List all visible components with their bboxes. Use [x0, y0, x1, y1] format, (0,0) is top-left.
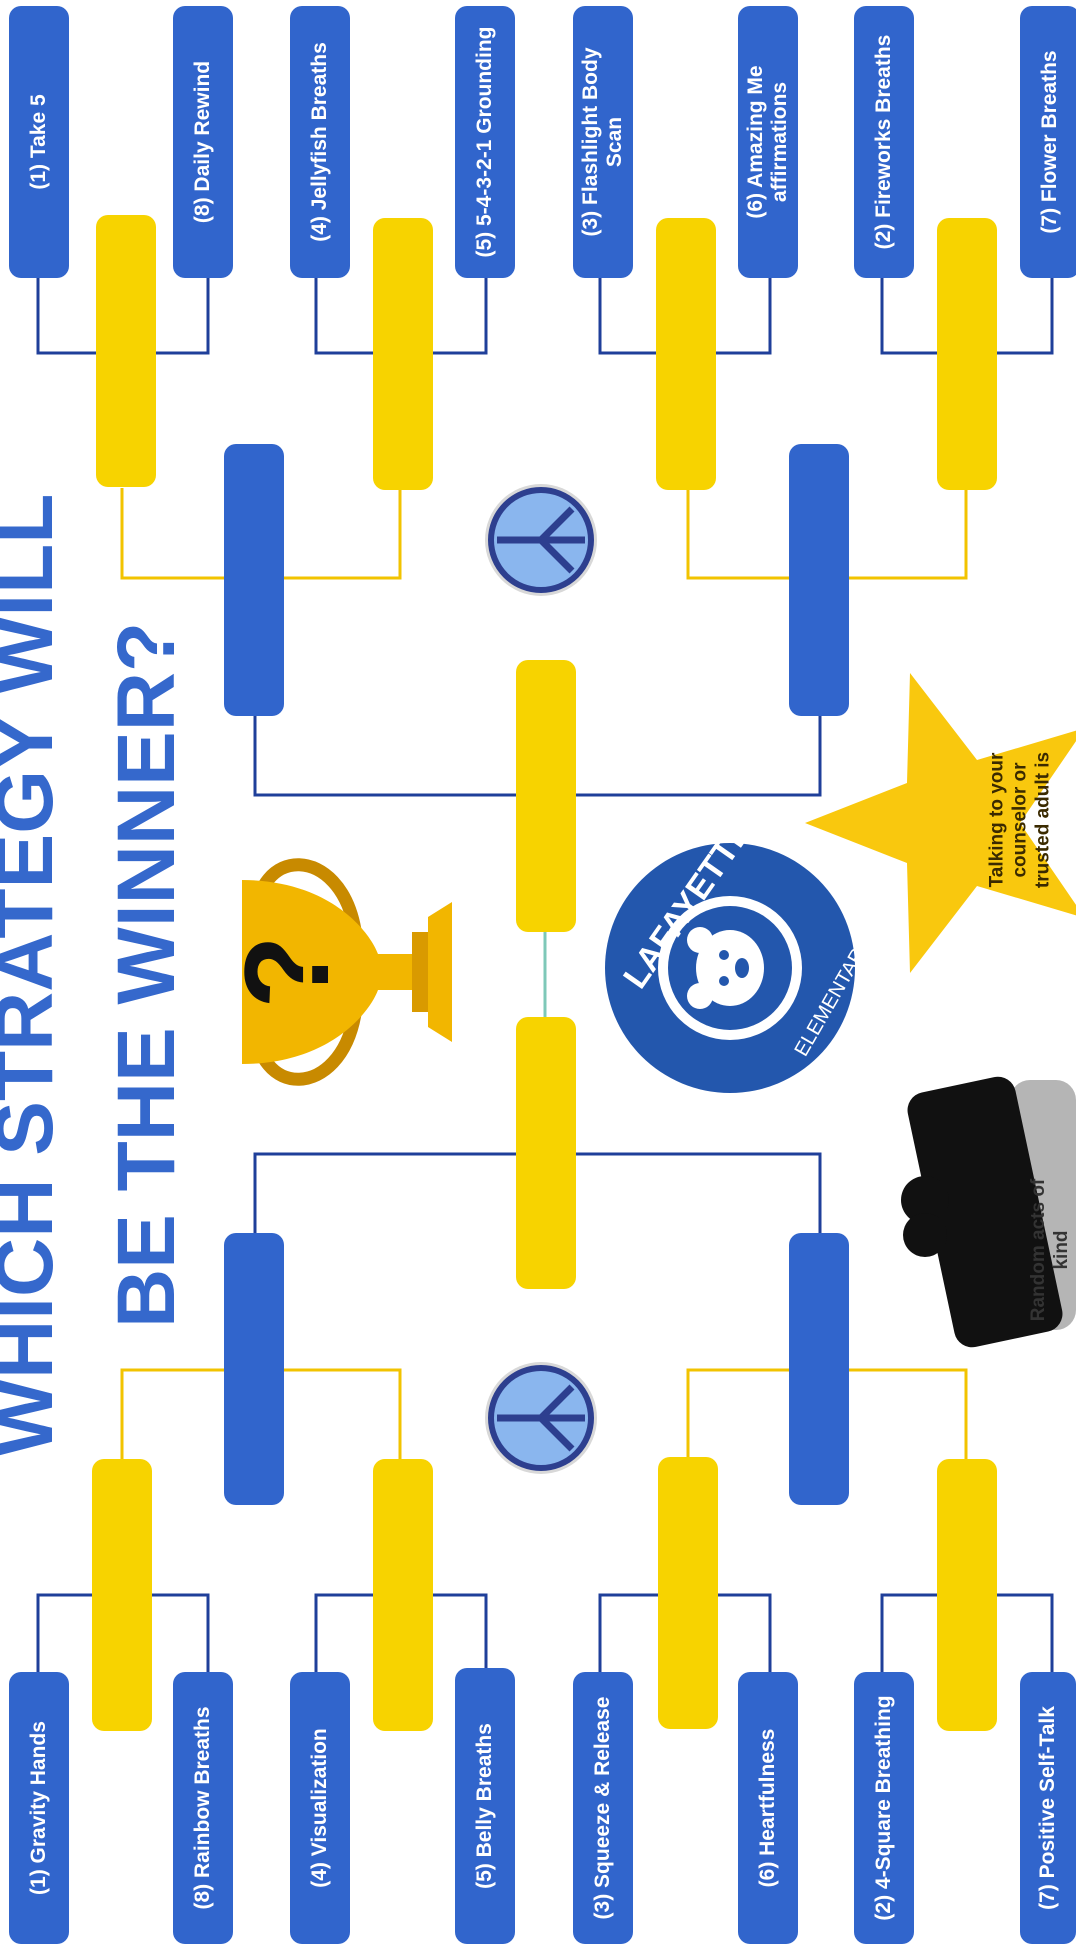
title-line-2: BE THE WINNER? [103, 622, 191, 1328]
bottom-round1-connectors [38, 1595, 1052, 1673]
bracket-slot-round1 [373, 218, 433, 490]
bracket-entry: (8) Rainbow Breaths [173, 1672, 233, 1944]
peace-sign-icon [485, 1362, 597, 1474]
trophy-icon: ? [220, 865, 452, 1080]
school-logo: LAFAYETTE ELEMENTARY SCHOOL [605, 814, 921, 1093]
star-note: Talking to your counselor or trusted adu… [986, 735, 1055, 905]
bracket-entry: (7) Positive Self-Talk [1020, 1672, 1076, 1944]
bracket-slot-round2 [789, 444, 849, 716]
bracket-entry: (3) Flashlight Body Scan [573, 6, 633, 278]
bracket-entry: (4) Jellyfish Breaths [290, 6, 350, 278]
bracket-entry: (1) Take 5 [9, 6, 69, 278]
bracket-slot-round2 [789, 1233, 849, 1505]
bracket-slot-round1 [96, 215, 156, 487]
title-line-1: WHICH STRATEGY WILL [0, 494, 69, 1457]
bracket-entry: (5) 5-4-3-2-1 Grounding [455, 6, 515, 278]
side-note: Random acts of kind [1027, 1170, 1073, 1330]
bracket-entry: (6) Heartfulness [738, 1672, 798, 1944]
bracket-entry: (3) Squeeze & Release [573, 1672, 633, 1944]
trophy-question-mark: ? [220, 935, 354, 1008]
bracket-slot-round1 [373, 1459, 433, 1731]
bracket-slot-round1 [656, 218, 716, 490]
bracket-slot-final [516, 1017, 576, 1289]
bracket-entry: (5) Belly Breaths [455, 1668, 515, 1944]
bracket-entry: (8) Daily Rewind [173, 6, 233, 278]
bracket-entry: (7) Flower Breaths [1020, 6, 1076, 278]
bracket-slot-final [516, 660, 576, 932]
bracket-entry: (2) Fireworks Breaths [854, 6, 914, 278]
bracket-slot-round1 [92, 1459, 152, 1731]
bracket-entry: (6) Amazing Me affirmations [738, 6, 798, 278]
bracket-slot-round1 [937, 1459, 997, 1731]
bracket-slot-round1 [658, 1457, 718, 1729]
bracket-entry: (2) 4-Square Breathing [854, 1672, 914, 1944]
bracket-slot-round2 [224, 444, 284, 716]
bracket-entry: (4) Visualization [290, 1672, 350, 1944]
bracket-entry: (1) Gravity Hands [9, 1672, 69, 1944]
bracket-slot-round2 [224, 1233, 284, 1505]
bracket-slot-round1 [937, 218, 997, 490]
top-round1-connectors [38, 275, 1052, 353]
peace-sign-icon [485, 484, 597, 596]
